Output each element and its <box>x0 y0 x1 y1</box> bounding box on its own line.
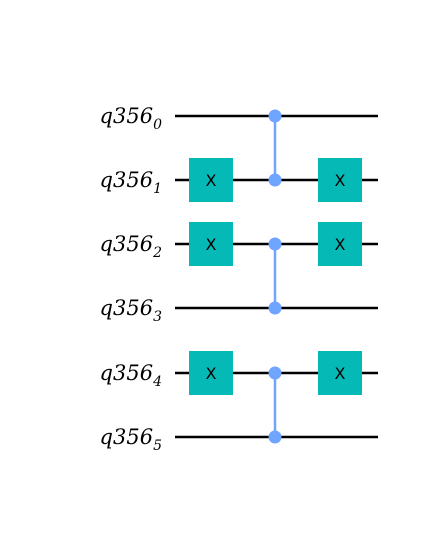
qubit-label-index: 4 <box>152 374 162 390</box>
qubit-label-3: q3563 <box>100 296 163 325</box>
qubit-label-index: 5 <box>153 438 162 454</box>
x-gate-box <box>189 158 233 202</box>
cz-control-dot <box>268 301 282 315</box>
qubit-label-0: q3560 <box>100 104 163 133</box>
qubit-label-index: 1 <box>153 181 162 197</box>
x-gate: X <box>318 158 362 202</box>
cz-control-dot <box>268 109 282 123</box>
cz-control-dot <box>268 237 282 251</box>
qubit-label-index: 0 <box>153 117 162 133</box>
x-gate-box <box>189 222 233 266</box>
x-gate-label: X <box>335 364 346 383</box>
qubit-label-index: 3 <box>153 309 162 325</box>
qubit-label-name: q356 <box>100 361 154 385</box>
gates-layer: X X X X X X <box>189 109 362 444</box>
cz-control-dot <box>268 430 282 444</box>
cz-control-dot <box>268 173 282 187</box>
x-gate-box <box>318 158 362 202</box>
qubit-label-name: q356 <box>100 232 154 256</box>
qubit-label-index: 2 <box>152 245 162 261</box>
qubit-label-2: q3562 <box>100 232 163 261</box>
qubit-label-name: q356 <box>100 296 154 320</box>
x-gate-label: X <box>206 171 217 190</box>
x-gate-label: X <box>206 364 217 383</box>
qubit-label-1: q3561 <box>100 168 162 197</box>
qubit-label-name: q356 <box>100 104 154 128</box>
cz-control-dot <box>268 366 282 380</box>
qubit-label-name: q356 <box>100 425 154 449</box>
x-gate-box <box>189 351 233 395</box>
x-gate-box <box>318 351 362 395</box>
x-gate-label: X <box>335 171 346 190</box>
x-gate: X <box>189 222 233 266</box>
x-gate-box <box>318 222 362 266</box>
qubit-label-4: q3564 <box>100 361 162 390</box>
x-gate: X <box>318 351 362 395</box>
qubit-label-5: q3565 <box>100 425 163 454</box>
x-gate-label: X <box>335 235 346 254</box>
qubit-label-name: q356 <box>100 168 154 192</box>
x-gate: X <box>189 351 233 395</box>
x-gate-label: X <box>206 235 217 254</box>
x-gate: X <box>318 222 362 266</box>
x-gate: X <box>189 158 233 202</box>
